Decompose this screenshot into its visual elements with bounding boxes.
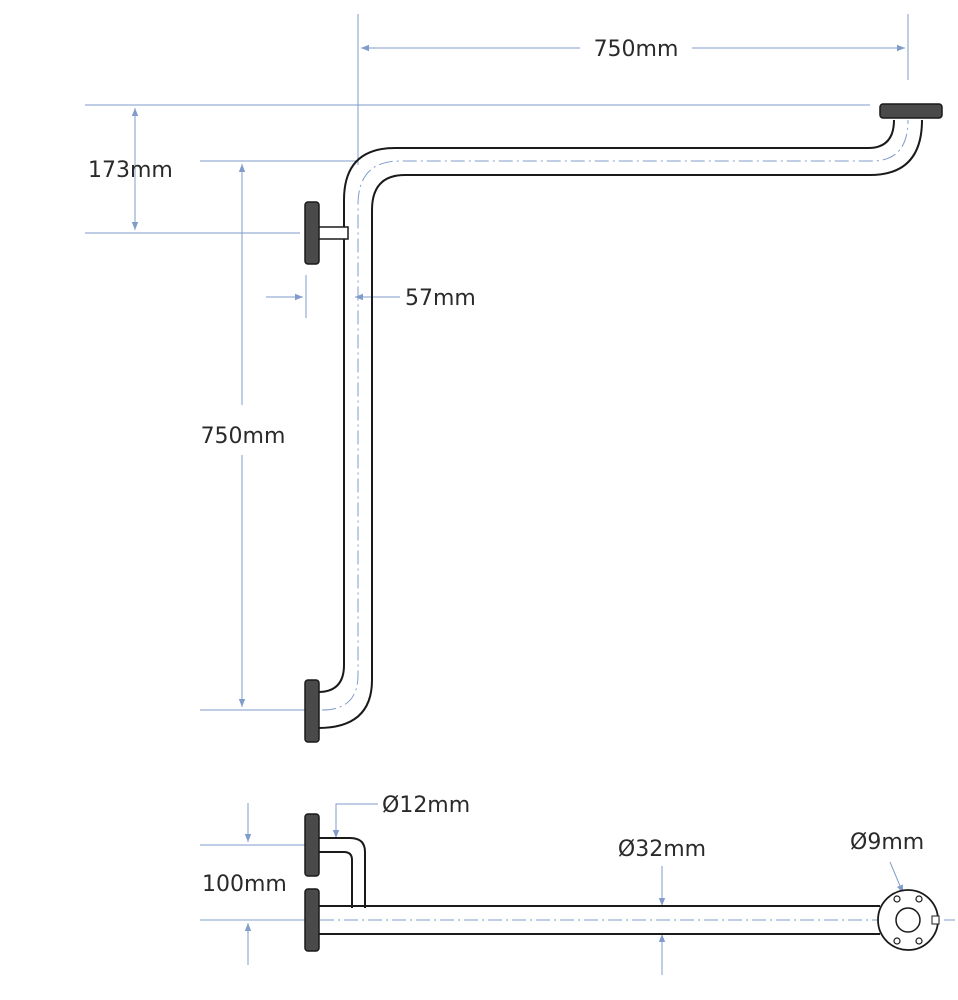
plan-upper-flange bbox=[304, 813, 320, 877]
plan-lower-flange bbox=[304, 888, 320, 952]
flange-notch bbox=[931, 915, 940, 925]
label-top-offset: 173mm bbox=[88, 158, 173, 183]
screw-hole-icon bbox=[893, 895, 901, 903]
label-height: 750mm bbox=[201, 424, 286, 449]
middle-wall-flange bbox=[304, 201, 320, 265]
bar-inner-wall bbox=[317, 119, 895, 693]
front-view: 750mm 173mm 750mm 57mm bbox=[85, 14, 943, 743]
plan-view: 100mm Ø12mm Ø32mm Ø9mm bbox=[200, 793, 955, 975]
label-depth: 100mm bbox=[202, 872, 287, 897]
label-hole-dia: Ø9mm bbox=[850, 830, 924, 855]
label-tube-dia: Ø32mm bbox=[618, 837, 706, 862]
middle-support-post bbox=[317, 226, 349, 240]
top-ceiling-flange bbox=[879, 103, 943, 119]
screw-hole-icon bbox=[915, 895, 923, 903]
label-wall-gap: 57mm bbox=[405, 286, 476, 311]
label-top-width: 750mm bbox=[594, 37, 679, 62]
screw-hole-icon bbox=[915, 937, 923, 945]
plan-tube-section bbox=[895, 907, 921, 933]
leader-hole-dia bbox=[889, 861, 904, 894]
bar-outer-wall bbox=[317, 119, 923, 729]
leader-post-dia bbox=[332, 803, 378, 838]
screw-hole-icon bbox=[893, 937, 901, 945]
label-post-dia: Ø12mm bbox=[382, 793, 470, 818]
bottom-wall-flange bbox=[304, 679, 320, 743]
bar-centerline bbox=[321, 119, 909, 711]
plan-support-post bbox=[318, 837, 366, 908]
